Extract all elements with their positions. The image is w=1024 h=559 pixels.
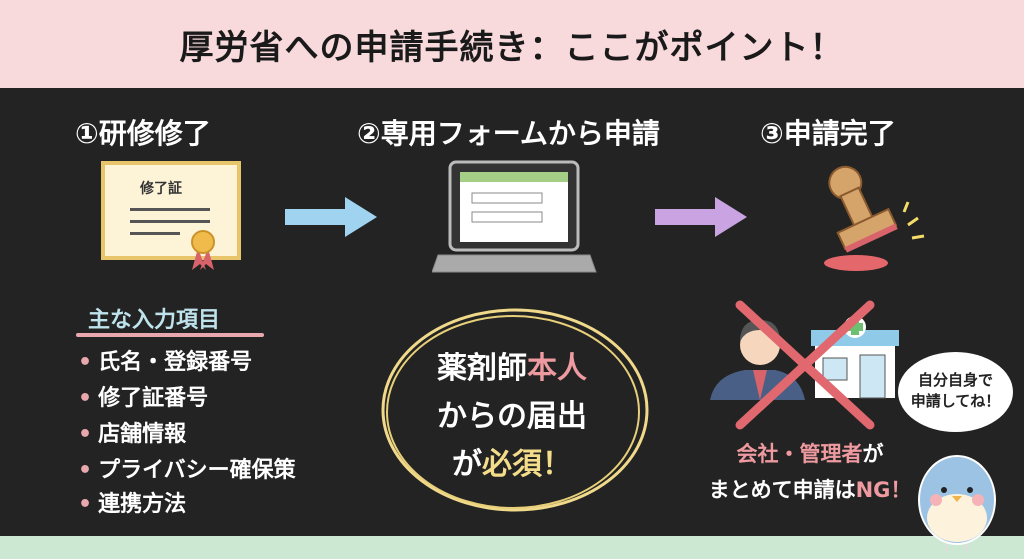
svg-text:修了証: 修了証 [139,180,182,197]
bubble-line-1: 自分自身で [917,371,993,389]
bird-mascot-icon [918,455,996,552]
page-title: 厚労省への申請手続き：ここがポイント！ [179,28,845,68]
list-item: •プライバシー確保策 [78,458,296,483]
center-line-1: 薬剤師本人 [437,351,587,386]
bubble-line-2: 申請してね！ [910,392,1001,410]
ng-line-1: 会社・管理者が [736,442,884,466]
stamp-icon [824,165,925,271]
input-items-heading: 主な入力項目 [88,308,221,333]
laptop-form-icon [432,160,597,273]
list-item: •店舗情報 [78,422,187,447]
center-line-2: からの届出 [437,399,587,434]
list-item: •連携方法 [78,492,187,517]
speech-bubble: 自分自身で申請してね！ [898,352,1013,432]
step-3-label: ③申請完了 [760,117,896,150]
bottom-band [0,536,1024,559]
step-1-label: ①研修修了 [75,117,211,150]
arrow-right-icon [655,197,747,237]
step-2-label: ②専用フォームから申請 [357,117,660,150]
center-line-3: が必須！ [452,447,572,482]
chalk-circle [381,308,649,512]
list-item: •修了証番号 [78,386,209,411]
title-band [0,0,1024,88]
heading-underline [76,333,264,337]
list-item: •氏名・登録番号 [78,350,253,375]
company-manager-prohibited-icon [710,300,899,430]
ng-line-2: まとめて申請はNG！ [708,478,912,502]
arrow-right-icon [285,197,377,237]
certificate-icon: 修了証 [101,161,241,270]
